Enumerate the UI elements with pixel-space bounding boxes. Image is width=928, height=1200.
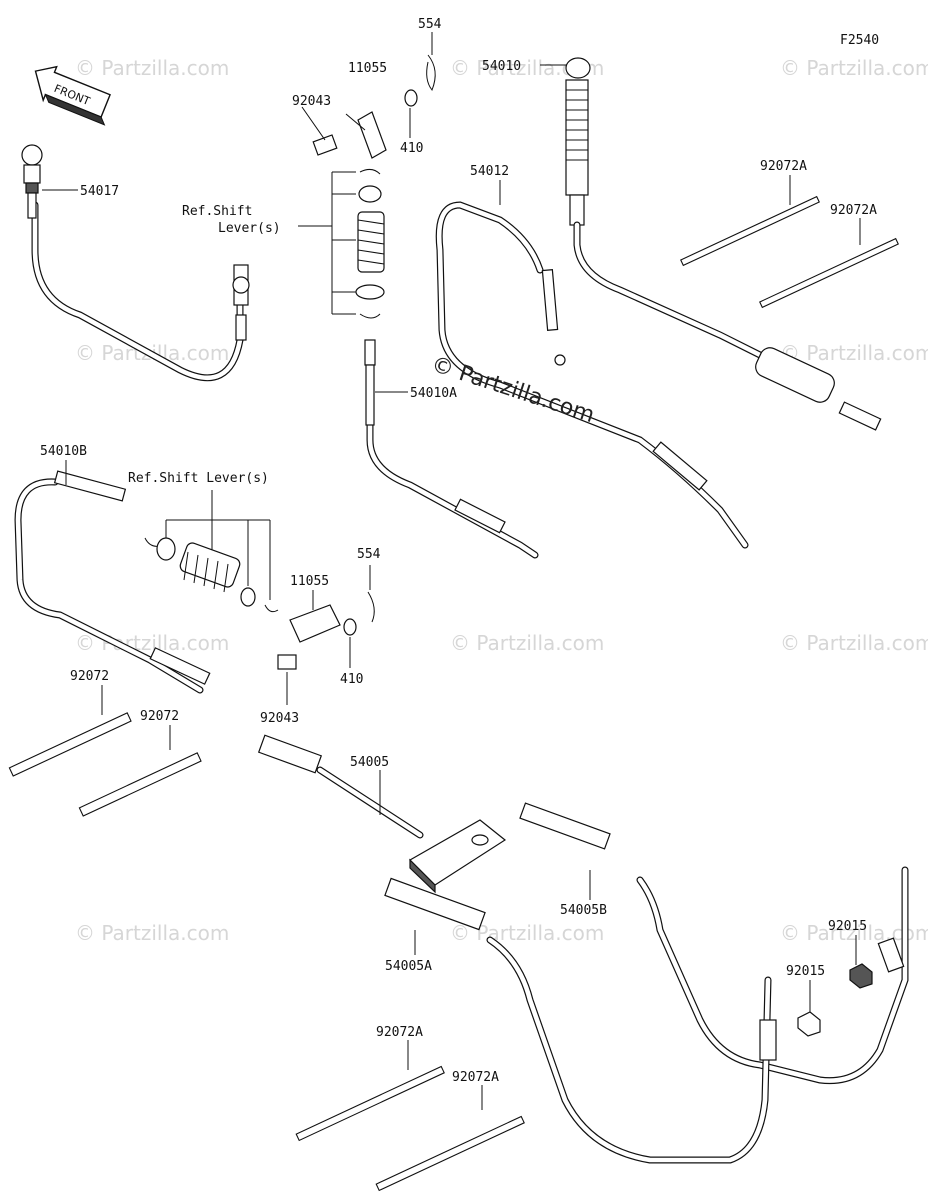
cable-54010: [565, 57, 882, 431]
callout-92015-2: 92015: [786, 964, 825, 979]
callout-54010: 54010: [482, 59, 521, 74]
watermark: © Partzilla.com: [780, 631, 928, 655]
callout-54005B: 54005B: [560, 903, 607, 918]
callout-554-mid: 554: [357, 547, 381, 562]
callout-92072-1: 92072: [70, 669, 109, 684]
callout-410-mid: 410: [340, 672, 363, 687]
callout-92043-top: 92043: [292, 94, 331, 109]
callout-54010A: 54010A: [410, 386, 457, 401]
cable-54005A: [384, 877, 777, 1164]
front-arrow-icon: FRONT: [34, 65, 111, 126]
watermark: © Partzilla.com: [75, 921, 229, 945]
callout-11055-top: 11055: [348, 61, 387, 76]
callout-92072A-4: 92072A: [452, 1070, 499, 1085]
shift-parts-mid: [144, 537, 375, 670]
callout-92072A-3: 92072A: [376, 1025, 423, 1040]
cable-54017: [21, 144, 250, 382]
callout-92072A-2: 92072A: [830, 203, 877, 218]
callout-92015-1: 92015: [828, 919, 867, 934]
callout-554-top: 554: [418, 17, 442, 32]
figure-id: F2540: [840, 33, 879, 48]
callout-54005: 54005: [350, 755, 389, 770]
nut-92015: [797, 963, 873, 1037]
callout-54005A: 54005A: [385, 959, 432, 974]
cable-54010A: [364, 339, 539, 559]
callout-54012: 54012: [470, 164, 509, 179]
callout-92072A-1: 92072A: [760, 159, 807, 174]
callout-92072-2: 92072: [140, 709, 179, 724]
callout-410-top: 410: [400, 141, 423, 156]
cable-54010B: [14, 470, 211, 694]
callout-92043-mid: 92043: [260, 711, 299, 726]
cable-54012: [435, 201, 749, 549]
watermark: © Partzilla.com: [780, 56, 928, 80]
callout-54017: 54017: [80, 184, 119, 199]
cable-tie-92072-left: [8, 712, 202, 817]
shift-parts-top: [312, 54, 436, 319]
watermark: © Partzilla.com: [780, 341, 928, 365]
callout-ref-shift-mid: Ref.Shift Lever(s): [128, 471, 269, 486]
watermark-layer: © Partzilla.com © Partzilla.com © Partzi…: [75, 56, 928, 945]
watermark: © Partzilla.com: [75, 56, 229, 80]
cable-tie-92072A-bottom: [295, 1065, 525, 1192]
watermark: © Partzilla.com: [450, 631, 604, 655]
callout-11055-mid: 11055: [290, 574, 329, 589]
callout-ref-shift-top-1: Ref.Shift: [182, 204, 252, 219]
cable-54005B: [519, 802, 909, 1085]
callout-ref-shift-top-2: Lever(s): [218, 221, 281, 236]
callout-54010B: 54010B: [40, 444, 87, 459]
cable-tie-92072A-top: [680, 195, 899, 309]
cable-54005: [257, 734, 507, 894]
